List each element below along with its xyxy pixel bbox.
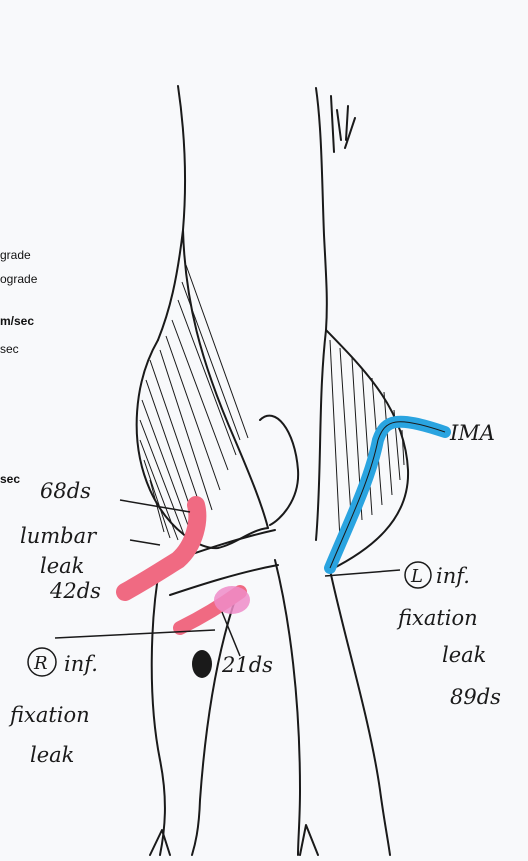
lumbar-vessel: [125, 505, 197, 592]
ima-vessel-outline: [330, 422, 445, 568]
branch-strokes: [331, 96, 355, 152]
label-ima: IMA: [449, 421, 495, 445]
aorta-left-wall: [158, 86, 185, 340]
right-sac-inner-wall: [316, 330, 326, 540]
right-hatch: [330, 340, 404, 540]
label-right-1: inf.: [64, 652, 98, 676]
left-iliac-outer: [152, 565, 165, 855]
left-marker: L: [410, 566, 423, 587]
leader-left-leak: [325, 570, 400, 576]
label-left-2: fixation: [396, 606, 478, 630]
right-marker: R: [33, 653, 48, 674]
leak-spot: [214, 586, 250, 614]
label-upper-value: 68ds: [40, 479, 91, 503]
label-lumbar-3: 42ds: [49, 579, 101, 603]
right-iliac-outer: [330, 570, 390, 855]
left-iliac-inner: [192, 600, 235, 855]
label-small-value: 21ds: [221, 653, 273, 677]
label-right-3: leak: [30, 743, 74, 767]
label-left-1: inf.: [436, 564, 470, 588]
label-right-2: fixation: [8, 703, 90, 727]
aorta-right-wall: [316, 88, 327, 330]
right-iliac-inner: [275, 560, 300, 855]
label-lumbar-1: lumbar: [20, 524, 98, 548]
central-flap: [260, 416, 298, 525]
left-sac-inner-wall: [183, 230, 268, 528]
iliac-ends: [150, 825, 318, 855]
leader-right-leak: [55, 630, 215, 638]
label-left-3: leak: [442, 643, 486, 667]
label-left-4: 89ds: [450, 685, 501, 709]
label-lumbar-2: leak: [40, 554, 84, 578]
thrombus-blot: [192, 650, 212, 678]
ima-vessel: [330, 422, 445, 568]
leader-lumbar: [130, 540, 160, 545]
